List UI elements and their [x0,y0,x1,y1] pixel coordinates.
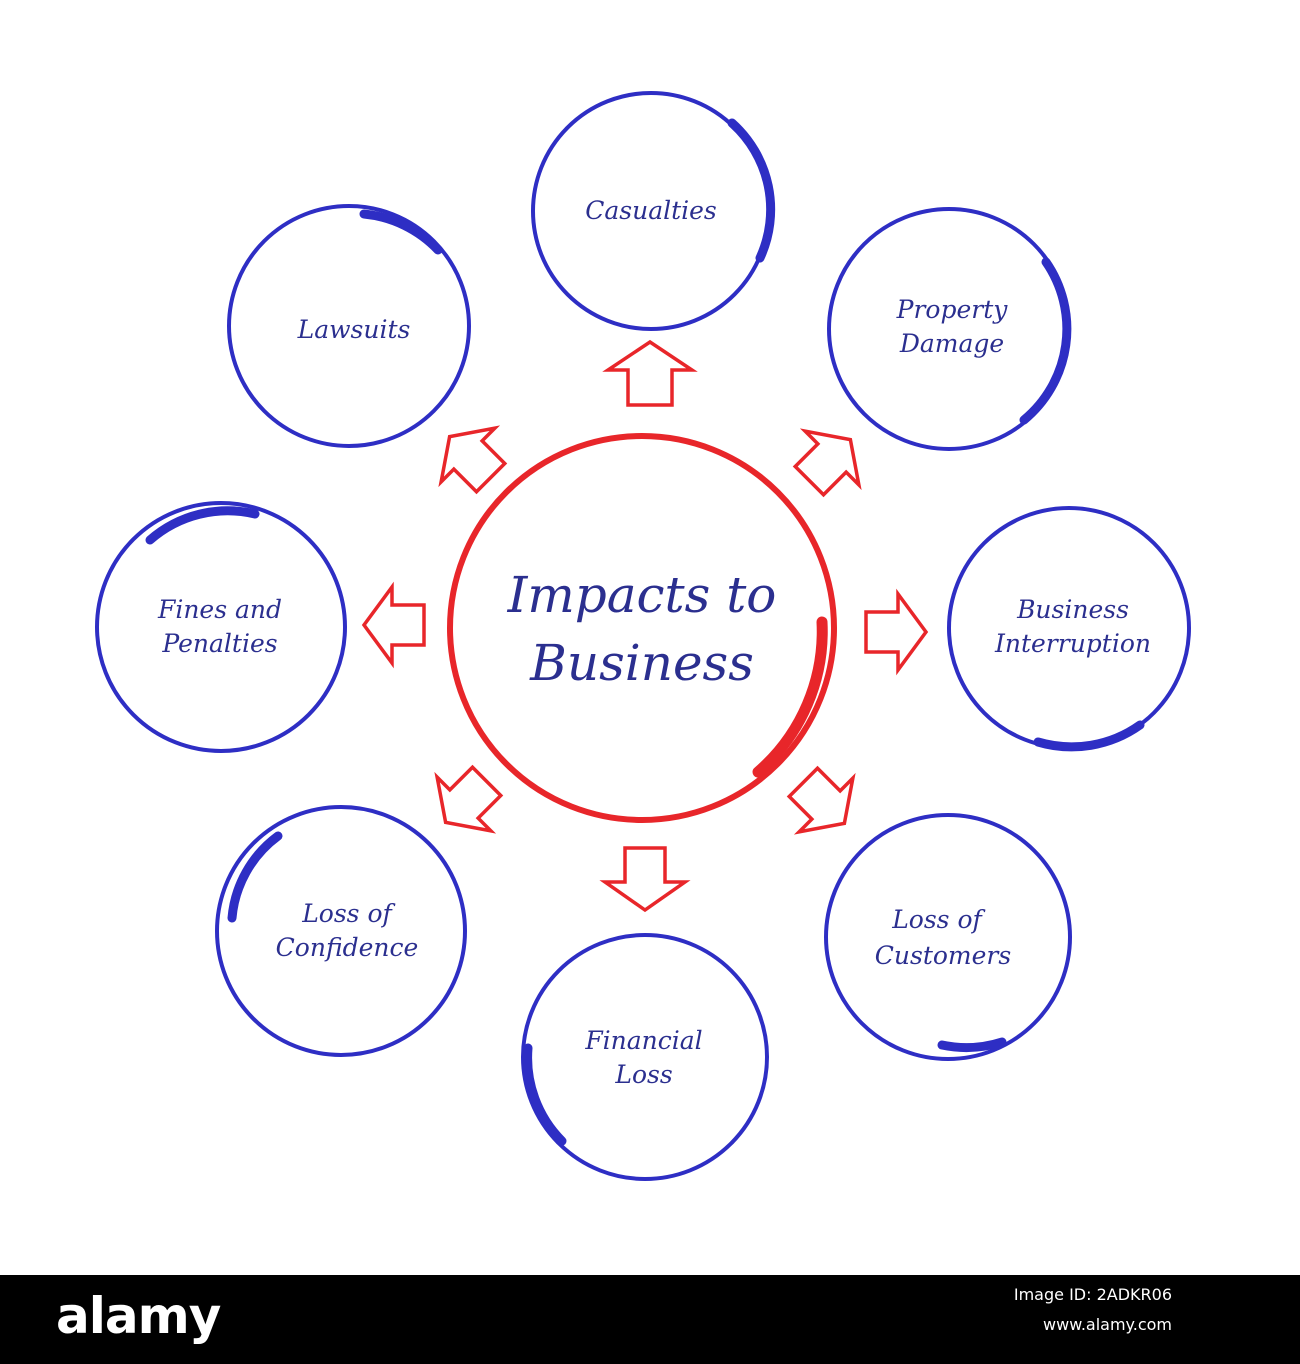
site-url-text: www.alamy.com [1043,1315,1172,1334]
node-property-damage: Property Damage [827,207,1072,451]
center-label-line1: Impacts to [507,566,777,624]
node-property-damage-label-line2: Damage [899,329,1004,358]
image-id-text: Image ID: 2ADKR06 [1013,1285,1172,1304]
node-financial-loss-label-line1: Financial [584,1026,702,1055]
node-business-interruption-label-line2: Interruption [994,629,1151,658]
node-casualties: Casualties [531,91,776,331]
node-lawsuits: Lawsuits [227,204,471,448]
node-fines-and-penalties-label-line1: Fines and [157,595,282,624]
alamy-logo: alamy [56,1287,221,1345]
center-node: Impacts to Business [447,433,837,823]
arrow-right-icon [864,588,929,676]
impacts-diagram: Impacts to Business Casualties Property … [95,91,1191,1181]
arrow-up-icon [602,339,698,407]
node-loss-of-confidence-label-line2: Confidence [276,933,419,962]
node-loss-of-customers-label-line1: Loss of [891,905,985,934]
arrow-down-icon [599,846,691,913]
node-loss-of-confidence: Loss of Confidence [215,805,467,1057]
arrows [361,339,929,913]
node-financial-loss-label-line2: Loss [614,1060,672,1089]
arrow-up-left-icon [438,425,508,495]
node-fines-and-penalties: Fines and Penalties [95,501,347,753]
node-casualties-label: Casualties [585,196,717,225]
center-label-line2: Business [529,634,754,692]
node-loss-of-customers-label-line2: Customers [875,941,1011,970]
node-lawsuits-label: Lawsuits [297,315,411,344]
arrow-up-right-icon [792,428,862,498]
node-fines-and-penalties-label-line2: Penalties [161,629,277,658]
arrow-left-icon [361,581,426,669]
arrow-down-left-icon [434,764,504,834]
node-property-damage-label-line1: Property [896,295,1009,324]
arrow-down-right-icon [786,765,856,835]
node-loss-of-confidence-label-line1: Loss of [301,899,395,928]
node-loss-of-customers: Loss of Customers [824,813,1072,1061]
node-business-interruption-label-line1: Business [1016,595,1129,624]
watermark-footer: alamy Image ID: 2ADKR06 www.alamy.com [0,1275,1300,1364]
node-financial-loss: Financial Loss [521,933,769,1181]
node-business-interruption: Business Interruption [947,506,1191,752]
